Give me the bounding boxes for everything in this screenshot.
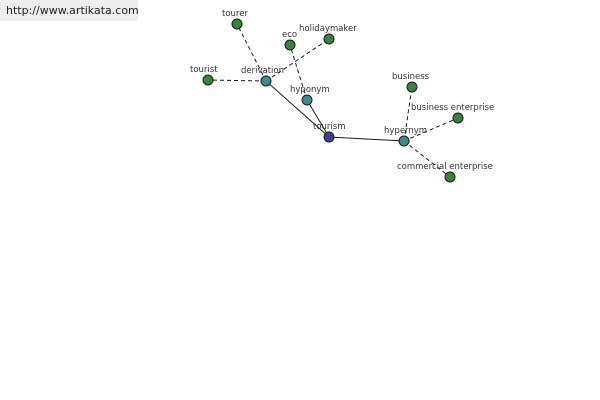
node-label-tourist: tourist <box>190 65 218 75</box>
node-eco[interactable]: eco <box>282 30 297 51</box>
source-link[interactable]: http://www.artikata.com <box>0 0 139 21</box>
node-label-business-enterprise: business enterprise <box>411 103 494 113</box>
node-circle-tourist[interactable] <box>202 74 214 86</box>
node-circle-eco[interactable] <box>284 39 296 51</box>
node-circle-hypernym[interactable] <box>398 135 410 147</box>
node-circle-tourism[interactable] <box>323 131 335 143</box>
node-label-business: business <box>392 72 430 82</box>
node-circle-holidaymaker[interactable] <box>323 33 335 45</box>
node-circle-business-enterprise[interactable] <box>452 112 464 124</box>
node-business[interactable]: business <box>392 72 430 93</box>
node-holidaymaker[interactable]: holidaymaker <box>299 24 357 45</box>
edge-tourism-hyponym <box>306 99 330 138</box>
graph-nodes: tourism derivation hyponym hypernym tourer to… <box>190 9 494 183</box>
node-circle-derivation[interactable] <box>260 75 272 87</box>
node-circle-tourer[interactable] <box>231 18 243 30</box>
node-label-tourer: tourer <box>222 9 248 19</box>
edge-derivation-tourer <box>236 23 267 82</box>
node-hyponym[interactable]: hyponym <box>290 85 330 106</box>
node-label-hyponym: hyponym <box>290 85 330 95</box>
node-label-commercial-enterprise: commercial enterprise <box>397 162 493 172</box>
node-label-tourism: tourism <box>313 122 346 132</box>
node-label-hypernym: hypernym <box>384 126 427 136</box>
node-derivation[interactable]: derivation <box>241 66 284 87</box>
node-tourer[interactable]: tourer <box>222 9 248 30</box>
node-circle-commercial-enterprise[interactable] <box>444 171 456 183</box>
node-tourism[interactable]: tourism <box>313 122 346 143</box>
edge-tourism-hypernym <box>328 136 405 142</box>
node-label-holidaymaker: holidaymaker <box>299 24 357 34</box>
node-label-derivation: derivation <box>241 66 284 76</box>
edge-derivation-holidaymaker <box>265 38 330 82</box>
edge-tourism-derivation <box>265 80 330 138</box>
node-commercial-enterprise[interactable]: commercial enterprise <box>397 162 493 183</box>
edge-hypernym-commercial-enterprise <box>403 140 451 178</box>
node-tourist[interactable]: tourist <box>190 65 218 86</box>
edge-derivation-tourist <box>207 79 267 82</box>
edge-hypernym-business <box>403 86 413 142</box>
node-circle-hyponym[interactable] <box>301 94 313 106</box>
edge-hyponym-eco <box>289 44 308 101</box>
node-circle-business[interactable] <box>406 81 418 93</box>
node-hypernym[interactable]: hypernym <box>384 126 427 147</box>
graph-edges <box>207 23 459 178</box>
edge-hypernym-business-enterprise <box>403 117 459 142</box>
node-business-enterprise[interactable]: business enterprise <box>411 103 494 124</box>
node-label-eco: eco <box>282 30 297 40</box>
